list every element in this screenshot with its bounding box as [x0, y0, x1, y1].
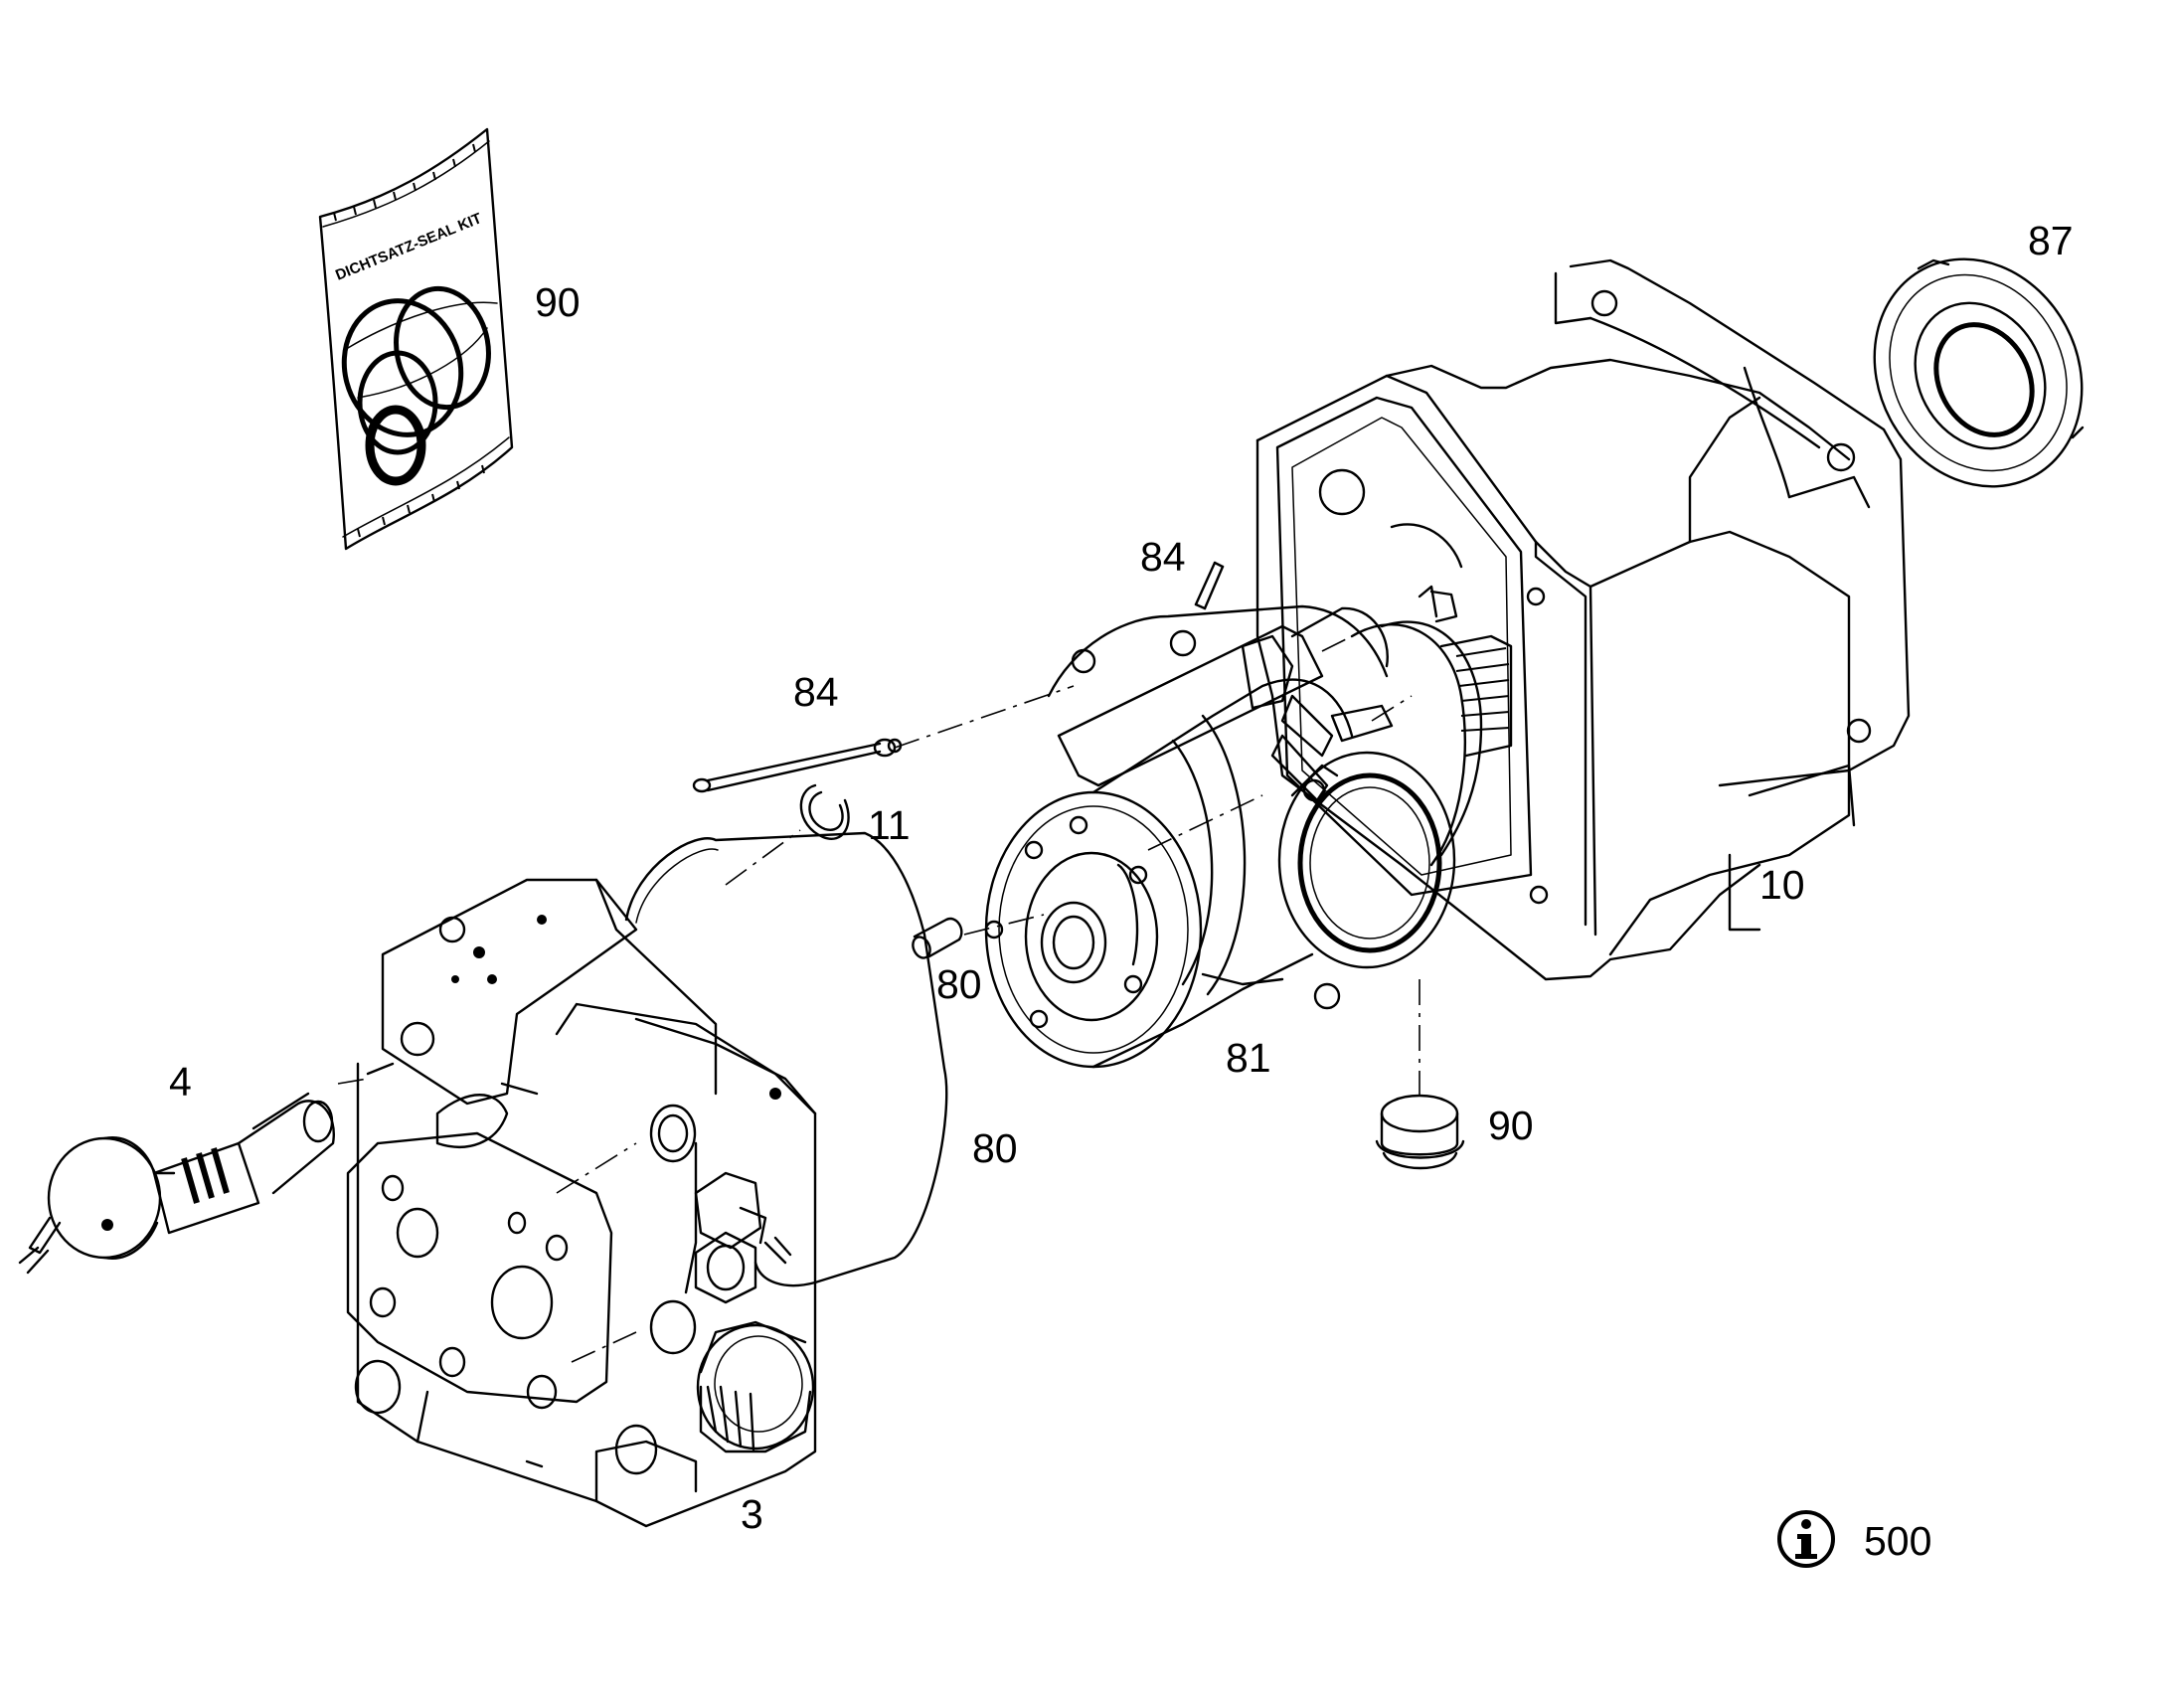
control-valve — [18, 1062, 395, 1275]
callout-circlip: 11 — [868, 802, 911, 848]
callout-pump-housing: 10 — [1759, 862, 1805, 908]
callout-port-plate: 3 — [741, 1491, 763, 1537]
port-plate — [346, 878, 817, 1528]
info-icon — [1777, 1510, 1835, 1568]
callout-pin-short: 84 — [1140, 534, 1186, 580]
pin-short — [1194, 561, 1225, 610]
rotary-group — [984, 585, 1513, 1069]
pump-housing — [1255, 258, 1911, 981]
callout-rotary-group: 81 — [1226, 1035, 1271, 1081]
callout-seal-kit-bag: 90 — [535, 279, 581, 325]
shaft-seal-ring — [1873, 257, 2085, 488]
seal-kit-bag-text: DICHTSATZ-SEAL KIT — [333, 210, 484, 284]
circlip — [799, 783, 850, 840]
assembly-centerlines — [337, 635, 1421, 1363]
pin-long — [692, 738, 903, 793]
info-value: 500 — [1864, 1518, 1932, 1564]
callout-pin-long: 84 — [793, 669, 839, 715]
gasket — [624, 831, 948, 1287]
plug — [1375, 1094, 1465, 1170]
seal-kit-bag: DICHTSATZ-SEAL KIT — [318, 127, 514, 551]
callout-shaft-seal-ring: 87 — [2028, 218, 2074, 263]
callout-dowel-pin: 80 — [936, 961, 982, 1007]
callout-control-valve: 4 — [169, 1059, 192, 1105]
dowel-pin — [912, 917, 963, 959]
callout-gasket: 80 — [972, 1125, 1018, 1171]
callout-plug: 90 — [1488, 1103, 1534, 1148]
